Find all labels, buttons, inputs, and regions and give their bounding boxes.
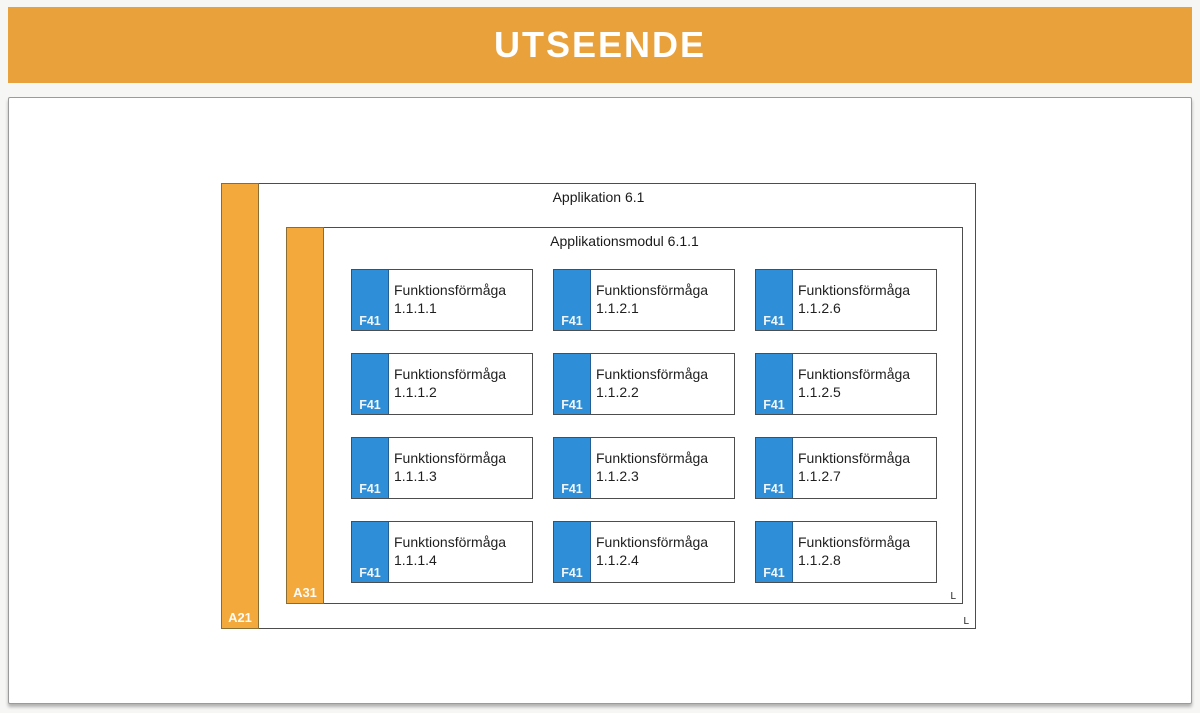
function-id: 1.1.2.6 (798, 300, 841, 317)
function-name: Funktionsförmåga (798, 534, 911, 550)
function-badge-block: F41 (756, 270, 793, 330)
application-box: A21 Applikation 6.1 L A31 Applikationsmo… (221, 183, 976, 629)
function-id: 1.1.2.8 (798, 552, 841, 569)
function-name: Funktionsförmåga (596, 534, 709, 550)
application-badge: A21 (228, 610, 252, 625)
module-corner-letter: L (950, 591, 956, 602)
function-badge-block: F41 (554, 438, 591, 498)
function-badge-label: F41 (763, 314, 785, 328)
content-panel: A21 Applikation 6.1 L A31 Applikationsmo… (8, 97, 1192, 704)
function-name: Funktionsförmåga (798, 366, 911, 382)
function-text: Funktionsförmåga 1.1.2.3 (591, 438, 711, 498)
function-badge-block: F41 (756, 354, 793, 414)
application-title: Applikation 6.1 (552, 189, 645, 205)
function-id: 1.1.1.1 (394, 300, 437, 317)
function-cell: F41 Funktionsförmåga 1.1.2.1 (553, 269, 735, 331)
function-name: Funktionsförmåga (798, 282, 911, 298)
function-name: Funktionsförmåga (394, 366, 507, 382)
function-id: 1.1.2.2 (596, 384, 639, 401)
function-badge-label: F41 (763, 398, 785, 412)
module-box: A31 Applikationsmodul 6.1.1 L F41 Funkti… (286, 227, 963, 604)
function-badge-block: F41 (554, 354, 591, 414)
function-badge-block: F41 (756, 438, 793, 498)
function-badge-block: F41 (756, 522, 793, 582)
function-cell: F41 Funktionsförmåga 1.1.2.3 (553, 437, 735, 499)
function-cell: F41 Funktionsförmåga 1.1.1.3 (351, 437, 533, 499)
function-text: Funktionsförmåga 1.1.2.7 (793, 438, 913, 498)
function-cell: F41 Funktionsförmåga 1.1.1.4 (351, 521, 533, 583)
function-badge-block: F41 (352, 522, 389, 582)
function-text: Funktionsförmåga 1.1.2.1 (591, 270, 711, 330)
function-badge-label: F41 (359, 566, 381, 580)
function-badge-label: F41 (359, 482, 381, 496)
application-sidebar: A21 (221, 183, 259, 629)
function-badge-label: F41 (561, 482, 583, 496)
function-name: Funktionsförmåga (596, 450, 709, 466)
function-name: Funktionsförmåga (394, 534, 507, 550)
function-cell: F41 Funktionsförmåga 1.1.2.6 (755, 269, 937, 331)
function-text: Funktionsförmåga 1.1.1.3 (389, 438, 509, 498)
module-sidebar: A31 (286, 227, 324, 604)
function-id: 1.1.2.5 (798, 384, 841, 401)
function-badge-block: F41 (554, 522, 591, 582)
header-banner: UTSEENDE (8, 7, 1192, 83)
function-cell: F41 Funktionsförmåga 1.1.2.4 (553, 521, 735, 583)
function-cell: F41 Funktionsförmåga 1.1.2.7 (755, 437, 937, 499)
function-badge-block: F41 (352, 354, 389, 414)
function-badge-label: F41 (561, 314, 583, 328)
function-text: Funktionsförmåga 1.1.1.1 (389, 270, 509, 330)
function-id: 1.1.1.4 (394, 552, 437, 569)
function-text: Funktionsförmåga 1.1.2.5 (793, 354, 913, 414)
function-badge-block: F41 (554, 270, 591, 330)
function-cell: F41 Funktionsförmåga 1.1.1.1 (351, 269, 533, 331)
function-id: 1.1.1.2 (394, 384, 437, 401)
function-badge-label: F41 (359, 398, 381, 412)
function-id: 1.1.2.1 (596, 300, 639, 317)
module-badge: A31 (293, 585, 317, 600)
function-id: 1.1.1.3 (394, 468, 437, 485)
function-id: 1.1.2.3 (596, 468, 639, 485)
function-cell: F41 Funktionsförmåga 1.1.2.8 (755, 521, 937, 583)
function-name: Funktionsförmåga (798, 450, 911, 466)
function-name: Funktionsförmåga (394, 282, 507, 298)
function-text: Funktionsförmåga 1.1.2.2 (591, 354, 711, 414)
function-text: Funktionsförmåga 1.1.1.4 (389, 522, 509, 582)
function-cell: F41 Funktionsförmåga 1.1.1.2 (351, 353, 533, 415)
function-name: Funktionsförmåga (394, 450, 507, 466)
function-name: Funktionsförmåga (596, 282, 709, 298)
function-id: 1.1.2.4 (596, 552, 639, 569)
function-cell: F41 Funktionsförmåga 1.1.2.2 (553, 353, 735, 415)
function-cell: F41 Funktionsförmåga 1.1.2.5 (755, 353, 937, 415)
function-badge-label: F41 (359, 314, 381, 328)
function-text: Funktionsförmåga 1.1.2.8 (793, 522, 913, 582)
function-name: Funktionsförmåga (596, 366, 709, 382)
module-title: Applikationsmodul 6.1.1 (550, 233, 699, 249)
function-badge-label: F41 (561, 566, 583, 580)
function-badge-block: F41 (352, 438, 389, 498)
function-badge-label: F41 (561, 398, 583, 412)
function-badge-label: F41 (763, 482, 785, 496)
application-corner-letter: L (963, 616, 969, 627)
function-text: Funktionsförmåga 1.1.1.2 (389, 354, 509, 414)
function-badge-label: F41 (763, 566, 785, 580)
function-badge-block: F41 (352, 270, 389, 330)
page-title: UTSEENDE (493, 24, 707, 65)
function-grid: F41 Funktionsförmåga 1.1.1.1 F41 Funktio… (351, 269, 937, 583)
function-text: Funktionsförmåga 1.1.2.4 (591, 522, 711, 582)
function-text: Funktionsförmåga 1.1.2.6 (793, 270, 913, 330)
function-id: 1.1.2.7 (798, 468, 841, 485)
